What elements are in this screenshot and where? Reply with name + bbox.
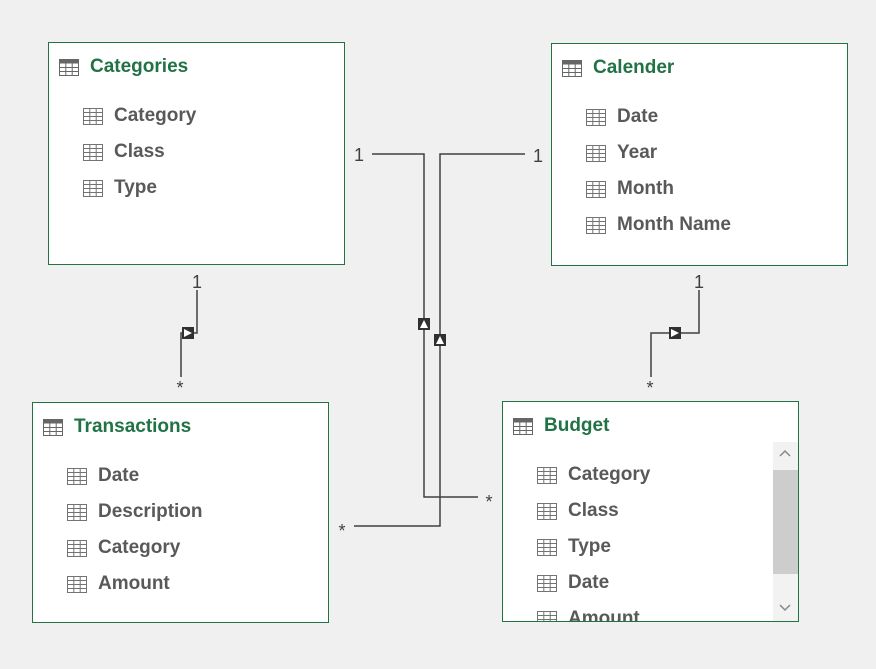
table-grid-icon	[59, 58, 79, 76]
field-list: Date Description Category	[67, 458, 203, 602]
field-row[interactable]: Date	[537, 565, 650, 601]
field-name: Category	[114, 105, 197, 126]
field-name: Date	[617, 106, 659, 127]
rel-one-label: 1	[533, 146, 543, 166]
table-title: Transactions	[74, 416, 192, 437]
rel-many-label: *	[485, 492, 492, 512]
field-name: Year	[617, 142, 658, 163]
table-title: Calender	[593, 57, 675, 78]
field-row[interactable]: Category	[67, 530, 203, 566]
field-grid-icon	[586, 180, 606, 198]
field-row[interactable]: Description	[67, 494, 203, 530]
field-grid-icon	[586, 108, 606, 126]
rel-arrow-calender-transactions	[434, 334, 446, 346]
field-name: Category	[568, 464, 651, 485]
field-row[interactable]: Year	[586, 135, 731, 171]
field-row[interactable]: Month	[586, 171, 731, 207]
field-grid-icon	[586, 216, 606, 234]
rel-many-label: *	[338, 521, 345, 541]
table-header[interactable]: Categories	[59, 56, 189, 77]
field-name: Description	[98, 501, 203, 522]
rel-arrow-calender-budget	[669, 327, 681, 339]
field-row[interactable]: Month Name	[586, 207, 731, 243]
field-row[interactable]: Category	[537, 457, 650, 493]
field-name: Month Name	[617, 214, 731, 235]
field-grid-icon	[537, 538, 557, 556]
table-grid-icon	[513, 417, 533, 435]
field-row[interactable]: Class	[537, 493, 650, 529]
field-name: Type	[568, 536, 611, 557]
table-header[interactable]: Calender	[562, 57, 675, 78]
field-row[interactable]: Type	[83, 170, 196, 206]
field-name: Category	[98, 537, 181, 558]
rel-one-label: 1	[354, 145, 364, 165]
field-name: Type	[114, 177, 157, 198]
field-row[interactable]: Type	[537, 529, 650, 565]
chevron-up-icon[interactable]	[778, 446, 792, 460]
table-grid-icon	[562, 59, 582, 77]
table-calender[interactable]: Calender Date Year	[551, 43, 848, 266]
field-name: Amount	[98, 573, 170, 594]
field-row[interactable]: Amount	[537, 601, 650, 622]
field-grid-icon	[537, 574, 557, 592]
field-row[interactable]: Class	[83, 134, 196, 170]
rel-one-label: 1	[694, 272, 704, 292]
rel-arrow-categories-budget	[418, 318, 430, 330]
field-name: Amount	[568, 608, 640, 622]
field-grid-icon	[586, 144, 606, 162]
field-grid-icon	[83, 143, 103, 161]
field-grid-icon	[537, 610, 557, 621]
table-categories[interactable]: Categories Category Class	[48, 42, 345, 265]
field-row[interactable]: Category	[83, 98, 196, 134]
rel-one-label: 1	[192, 272, 202, 292]
field-row[interactable]: Date	[67, 458, 203, 494]
chevron-down-icon[interactable]	[778, 601, 792, 615]
table-transactions[interactable]: Transactions Date Description	[32, 402, 329, 623]
rel-many-label: *	[176, 378, 183, 398]
field-name: Class	[568, 500, 619, 521]
table-title: Budget	[544, 415, 610, 436]
field-grid-icon	[67, 539, 87, 557]
field-grid-icon	[83, 107, 103, 125]
field-list: Category Class Type	[83, 98, 196, 206]
table-header[interactable]: Transactions	[43, 416, 192, 437]
field-grid-icon	[537, 502, 557, 520]
field-grid-icon	[537, 466, 557, 484]
field-list: Category Class Type	[537, 457, 650, 622]
table-budget[interactable]: Budget Category Class	[502, 401, 799, 622]
field-grid-icon	[67, 503, 87, 521]
field-list: Date Year Month	[586, 99, 731, 243]
field-row[interactable]: Amount	[67, 566, 203, 602]
table-header[interactable]: Budget	[513, 415, 610, 436]
field-name: Month	[617, 178, 674, 199]
scrollbar-thumb[interactable]	[773, 470, 798, 574]
vertical-scrollbar[interactable]	[773, 442, 798, 621]
field-name: Class	[114, 141, 165, 162]
table-title: Categories	[90, 56, 189, 77]
field-grid-icon	[67, 467, 87, 485]
rel-arrow-categories-transactions	[182, 327, 194, 339]
rel-many-label: *	[646, 378, 653, 398]
table-grid-icon	[43, 418, 63, 436]
field-row[interactable]: Date	[586, 99, 731, 135]
field-grid-icon	[83, 179, 103, 197]
field-name: Date	[568, 572, 610, 593]
field-grid-icon	[67, 575, 87, 593]
field-name: Date	[98, 465, 140, 486]
